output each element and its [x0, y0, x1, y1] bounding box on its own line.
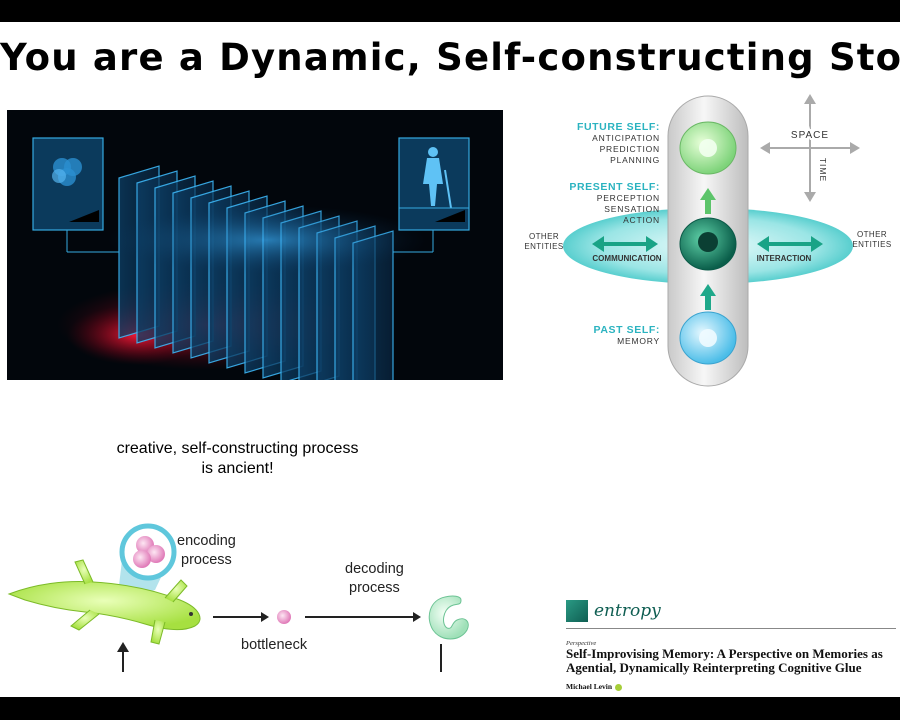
decoded-organism	[428, 595, 469, 640]
present-self-item: SENSATION	[604, 204, 660, 214]
encoding-label-line: encoding	[177, 533, 236, 549]
left-entities-label: OTHER	[529, 232, 559, 241]
slide: You are a Dynamic, Self-constructing Sto…	[0, 22, 900, 697]
feedback-arrow-head	[117, 642, 129, 652]
communication-label: COMMUNICATION	[592, 254, 661, 263]
present-self-item: PERCEPTION	[597, 193, 660, 203]
right-entities-label: OTHER	[857, 230, 887, 239]
paper-author: Michael Levin	[566, 682, 623, 691]
arrow-to-bottleneck	[213, 612, 269, 622]
journal-logo-icon	[566, 600, 588, 622]
journal-logo: entropy	[566, 600, 661, 622]
decoding-label-line: process	[349, 580, 400, 596]
encoding-decoding-diagram: encoding process decoding process bottle…	[5, 502, 485, 672]
author-name: Michael Levin	[566, 682, 613, 691]
encoding-label-line: process	[181, 552, 232, 568]
lifespan-layers-graphic	[32, 137, 470, 380]
future-self-item: PLANNING	[610, 155, 660, 165]
past-self-heading: PAST SELF:	[594, 324, 660, 336]
arrow-present-to-future	[700, 188, 716, 214]
journal-name: entropy	[594, 601, 661, 621]
present-self-heading: PRESENT SELF:	[569, 181, 660, 193]
caption-line: is ancient!	[201, 460, 274, 477]
future-self-item: ANTICIPATION	[592, 133, 660, 143]
interaction-arrow	[757, 236, 823, 252]
paper-title: Self-Improvising Memory: A Perspective o…	[566, 646, 883, 675]
communication-arrow	[592, 236, 658, 252]
self-diagram: FUTURE SELF: ANTICIPATION PREDICTION PLA…	[520, 90, 898, 390]
right-entities-label: ENTITIES	[852, 240, 891, 249]
future-self-heading: FUTURE SELF:	[577, 121, 660, 133]
interaction-label: INTERACTION	[757, 254, 812, 263]
lifespan-layers-image	[7, 110, 503, 380]
present-self-item: ACTION	[623, 215, 660, 225]
arrow-past-to-present	[700, 284, 716, 310]
embryo-frame	[32, 137, 119, 253]
elderly-frame	[393, 137, 470, 253]
article-type: Perspective	[566, 640, 597, 647]
time-label: TIME	[818, 158, 828, 182]
bottleneck-label: bottleneck	[241, 637, 308, 653]
left-entities-label: ENTITIES	[524, 242, 563, 251]
slide-title: You are a Dynamic, Self-constructing Sto…	[0, 36, 900, 79]
encoding-cell-cluster	[119, 523, 177, 581]
caption-line: creative, self-constructing process	[116, 440, 359, 457]
encoding-label: encoding process	[177, 532, 236, 570]
feedback-loop-arrow	[122, 644, 442, 672]
blue-glow	[107, 205, 427, 275]
decoding-label: decoding process	[345, 560, 404, 598]
encoding-decoding-graphic	[7, 523, 469, 672]
decoding-label-line: decoding	[345, 561, 404, 577]
self-diagram-graphic: FUTURE SELF: ANTICIPATION PREDICTION PLA…	[524, 94, 891, 387]
caption: creative, self-constructing process is a…	[90, 439, 385, 479]
lizard-figure	[7, 559, 201, 645]
bottleneck-cell	[277, 610, 291, 624]
divider	[566, 628, 896, 629]
paper-citation: entropy Perspective Self-Improvising Mem…	[566, 600, 896, 697]
space-label: SPACE	[791, 130, 829, 141]
future-self-item: PREDICTION	[600, 144, 660, 154]
past-self-item: MEMORY	[617, 336, 660, 346]
orcid-icon	[615, 683, 623, 691]
space-time-axes	[760, 94, 860, 202]
arrow-to-decoding	[305, 612, 421, 622]
